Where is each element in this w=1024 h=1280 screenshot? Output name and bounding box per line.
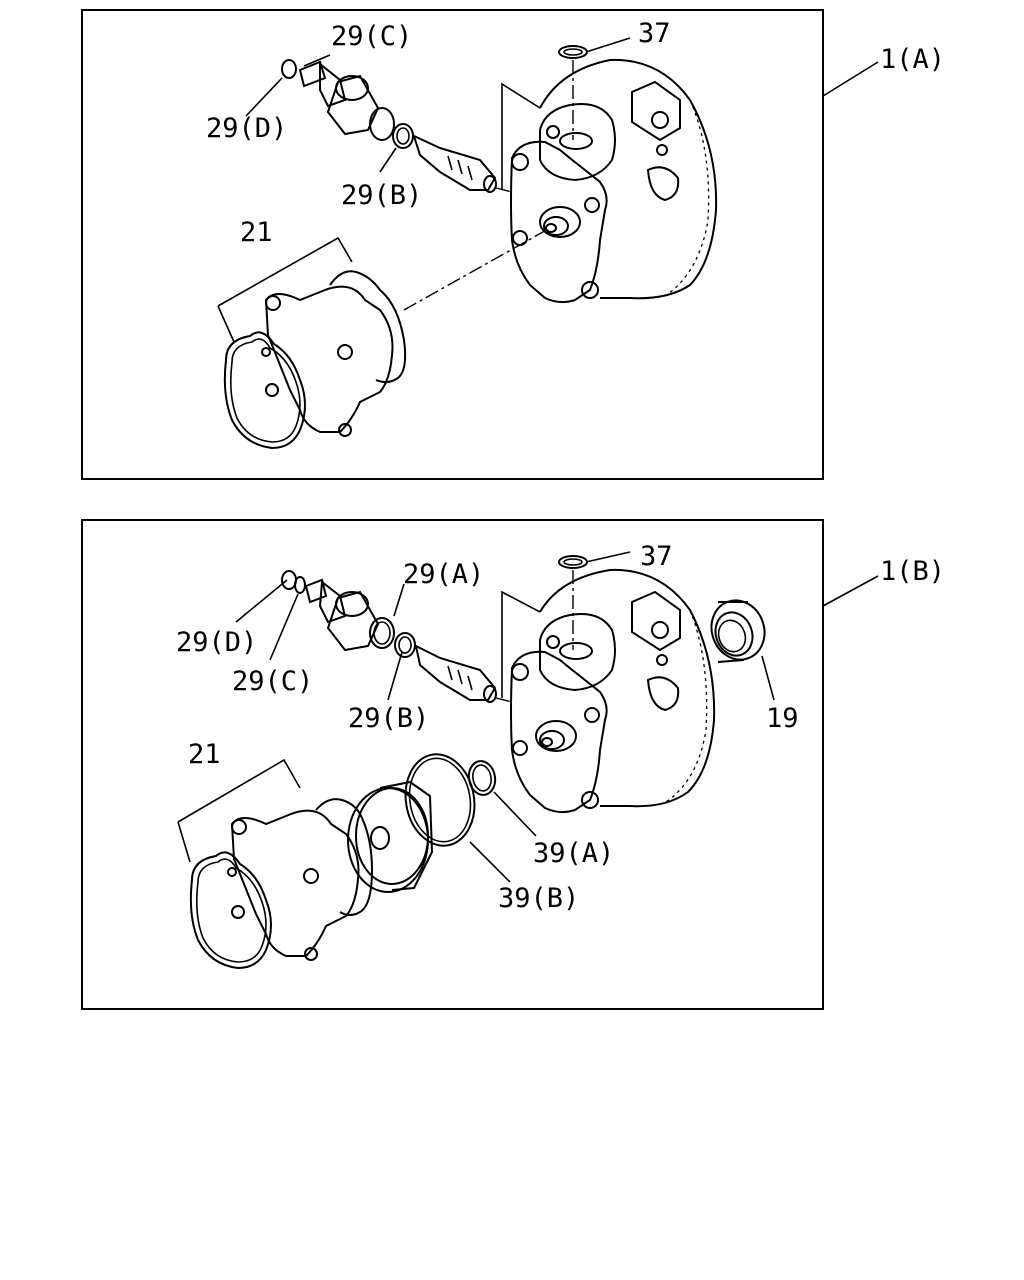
oring-39a — [467, 760, 497, 796]
control-valve — [281, 59, 497, 193]
panel-a: 1(A) 37 29(C) 29(D) 29(B) 21 — [81, 9, 945, 480]
label-37a: 37 — [638, 18, 671, 49]
pump-housing-b — [510, 568, 716, 814]
label-1a: 1(A) — [880, 44, 945, 75]
oring-37-b — [558, 555, 588, 569]
panel-a-frame — [81, 9, 824, 480]
label-39a: 39(A) — [533, 838, 614, 869]
label-21a: 21 — [240, 217, 273, 248]
label-29d-a: 29(D) — [206, 113, 287, 144]
gasket-21 — [223, 270, 407, 450]
label-37b: 37 — [640, 541, 673, 572]
label-29c-a: 29(C) — [331, 21, 412, 52]
end-cover — [347, 780, 434, 893]
pump-housing — [510, 58, 718, 304]
label-39b: 39(B) — [498, 883, 579, 914]
oil-seal-19 — [710, 599, 766, 663]
control-valve-b — [281, 570, 497, 703]
label-19: 19 — [766, 703, 799, 734]
gasket-21-b — [189, 798, 374, 970]
label-29b-a: 29(B) — [341, 180, 422, 211]
label-29a-b: 29(A) — [403, 559, 484, 590]
label-21b: 21 — [188, 739, 221, 770]
label-29d-b: 29(D) — [176, 627, 257, 658]
label-29b-b: 29(B) — [348, 703, 429, 734]
oring-39b — [404, 753, 476, 847]
oring-37 — [558, 45, 588, 59]
panel-b-frame — [81, 519, 824, 1010]
label-1b: 1(B) — [880, 556, 945, 587]
label-29c-b: 29(C) — [232, 666, 313, 697]
panel-b: 1(B) 37 29(A) 29(D) 29(C) 29(B) 19 21 39… — [81, 519, 945, 1010]
